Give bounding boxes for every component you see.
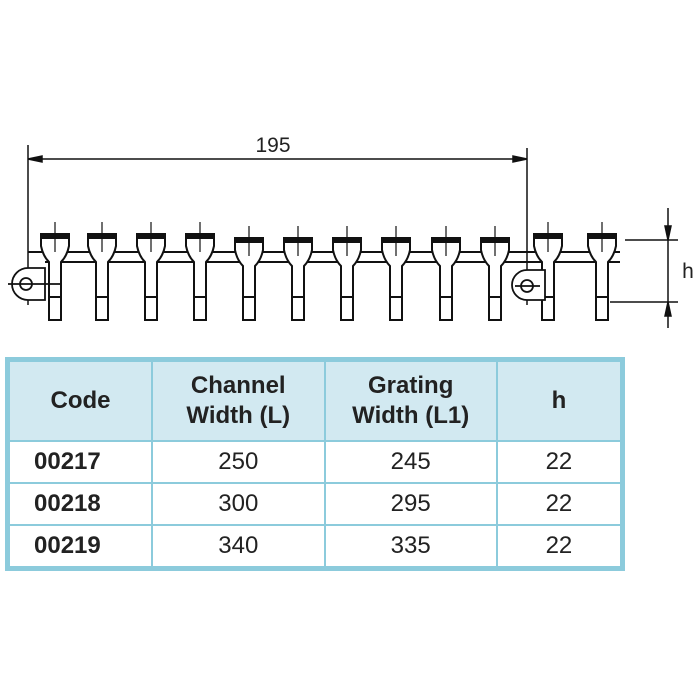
- cell-code: 00218: [6, 482, 154, 526]
- cell-grating-width: 245: [323, 440, 498, 484]
- rail: [28, 251, 620, 263]
- grating-bar: [283, 226, 313, 321]
- grating-bar: [381, 226, 411, 321]
- table-row: 00219 340 335 22: [6, 524, 624, 570]
- grating-bar: [87, 222, 117, 321]
- table-row: 00217 250 245 22: [6, 440, 624, 484]
- cell-channel-width: 340: [151, 524, 326, 570]
- height-dimension-label: h: [682, 260, 694, 283]
- grating-bar: [40, 222, 70, 321]
- arrow-left-icon: [27, 155, 43, 163]
- header-grating-width-line2: Width (L1): [352, 402, 470, 429]
- cell-h: 22: [495, 482, 624, 526]
- grating-profile: [28, 251, 620, 263]
- cell-code: 00217: [6, 440, 154, 484]
- grating-bar: [332, 226, 362, 321]
- cell-channel-width: 250: [151, 440, 326, 484]
- cell-grating-width: 295: [323, 482, 498, 526]
- header-channel-width-line2: Width (L): [186, 402, 291, 429]
- grating-bar: [185, 222, 215, 321]
- arrow-right-icon: [512, 155, 528, 163]
- cell-code: 00219: [6, 524, 154, 570]
- cell-grating-width: 335: [323, 524, 498, 570]
- cell-channel-width: 300: [151, 482, 326, 526]
- length-dimension-label: 195: [255, 134, 290, 157]
- cell-h: 22: [495, 524, 624, 570]
- grating-bar: [234, 226, 264, 321]
- header-channel-width-line1: Channel: [190, 372, 286, 399]
- arrow-down-icon: [664, 225, 672, 241]
- header-h: h: [495, 358, 624, 442]
- grating-bar: [587, 222, 617, 321]
- cell-h: 22: [495, 440, 624, 484]
- arrow-up-icon: [664, 301, 672, 317]
- grating-bar: [431, 226, 461, 321]
- grating-bar: [136, 222, 166, 321]
- grating-bar: [480, 226, 510, 321]
- header-code: Code: [6, 358, 154, 442]
- grating-technical-drawing: 195 h: [8, 134, 694, 328]
- header-grating-width-line1: Grating: [368, 372, 454, 399]
- table-row: 00218 300 295 22: [6, 482, 624, 526]
